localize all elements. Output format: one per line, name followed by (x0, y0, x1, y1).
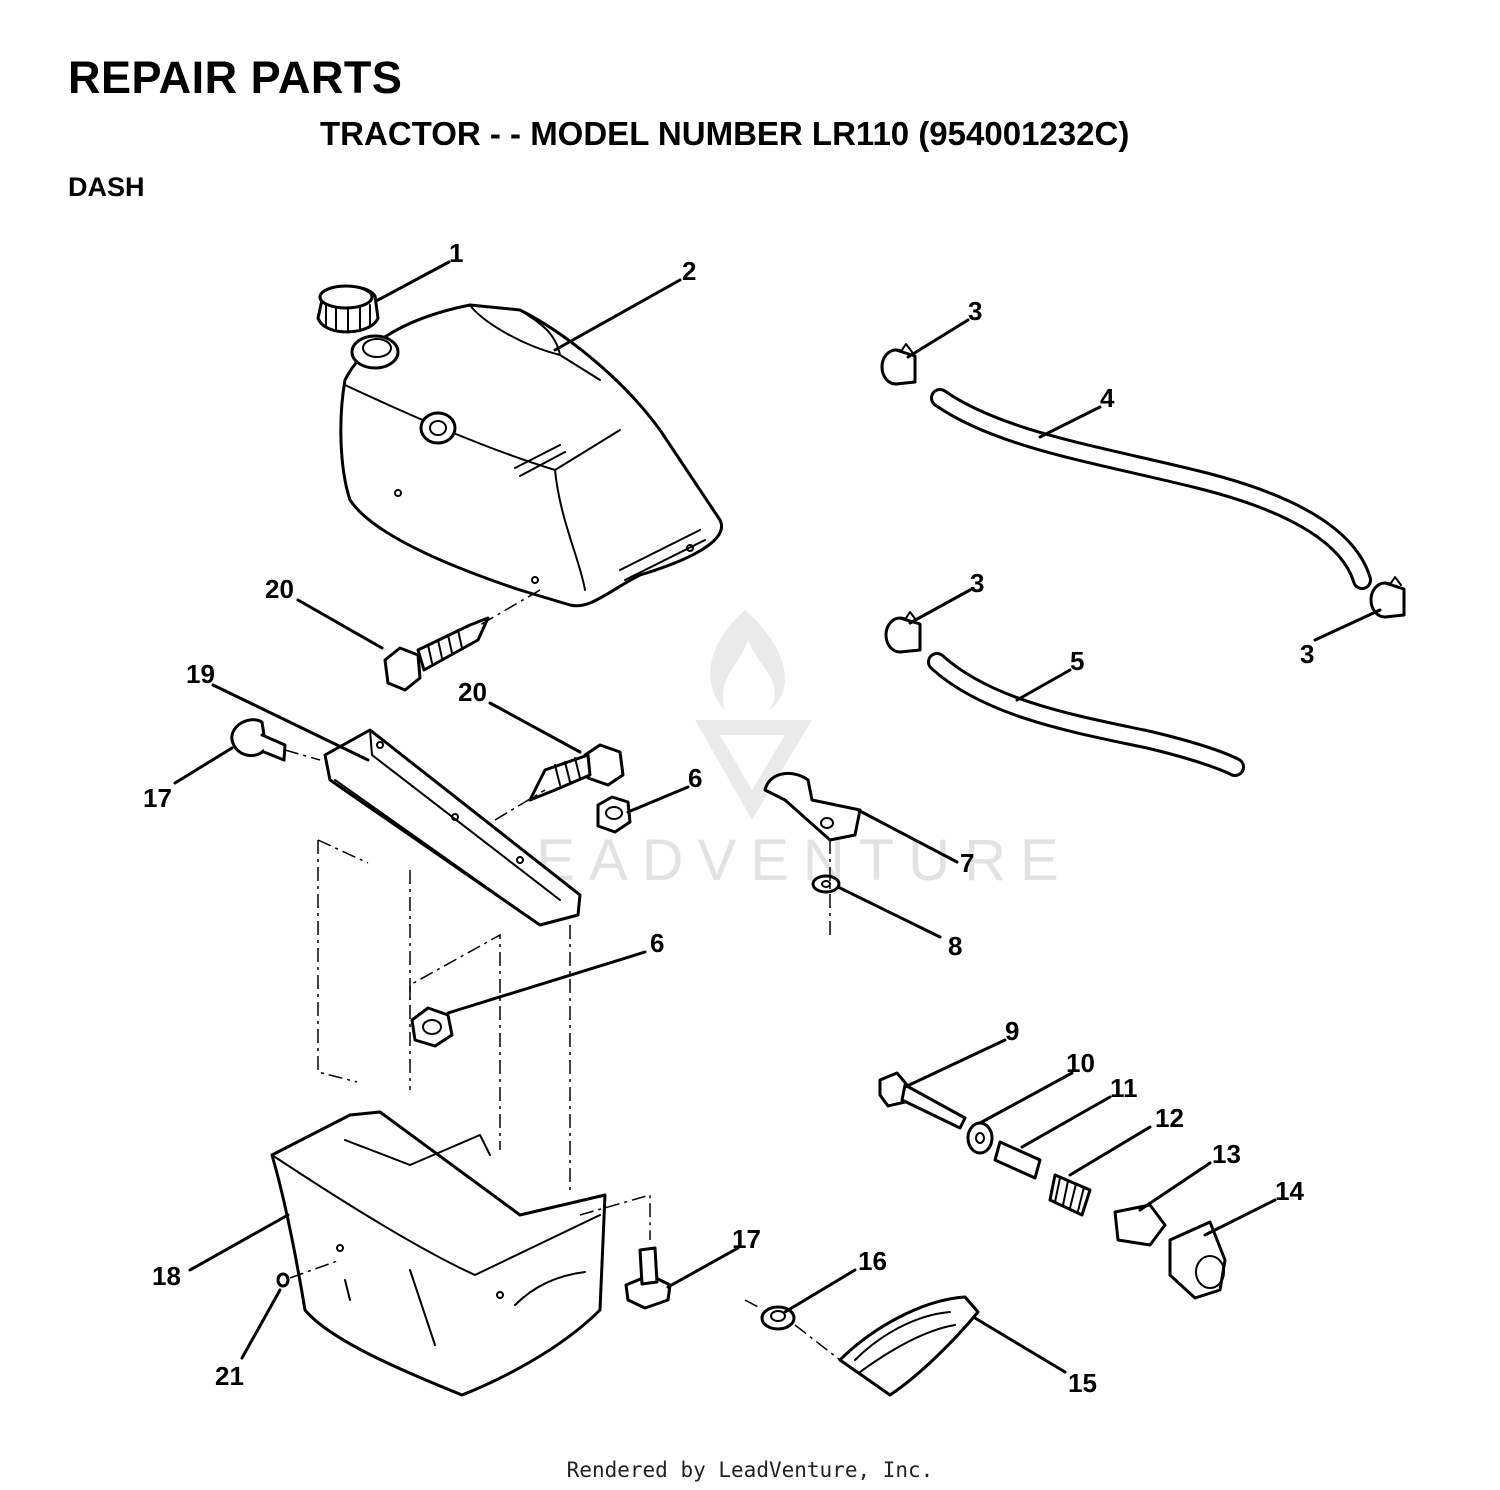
fuel-cap-part[interactable] (316, 284, 380, 334)
callout-6: 6 (688, 763, 702, 793)
callout-3: 3 (1300, 639, 1314, 669)
callout-4: 4 (1100, 383, 1115, 413)
hex-nut-part[interactable] (596, 795, 632, 834)
line-clip-part[interactable] (763, 771, 862, 842)
model-subtitle: TRACTOR - - MODEL NUMBER LR110 (95400123… (320, 115, 1130, 152)
callout-8: 8 (948, 931, 962, 961)
callout-labels: 1 2 3 4 3 3 5 20 19 20 17 6 7 8 6 9 10 1… (143, 238, 1314, 1398)
callout-10: 10 (1066, 1048, 1095, 1078)
screw-part[interactable] (528, 743, 625, 802)
callout-6: 6 (650, 928, 664, 958)
callout-12: 12 (1155, 1103, 1184, 1133)
callout-20: 20 (265, 574, 294, 604)
lever-guide-part[interactable] (1168, 1220, 1227, 1300)
callout-5: 5 (1070, 646, 1084, 676)
callout-9: 9 (1005, 1016, 1019, 1046)
washer-part[interactable] (811, 874, 841, 894)
screw-part[interactable] (383, 616, 490, 692)
callout-17: 17 (732, 1224, 761, 1254)
flange-bolt-part[interactable] (624, 1246, 672, 1310)
flame-logo-icon (695, 610, 812, 820)
shoulder-bolt-part[interactable] (230, 718, 287, 762)
plug-part[interactable] (276, 1272, 290, 1288)
callout-2: 2 (682, 256, 696, 286)
throttle-plate-part[interactable] (838, 1295, 980, 1397)
callout-1: 1 (449, 238, 463, 268)
fuel-tank-part[interactable] (339, 303, 724, 608)
dash-bracket-part[interactable] (323, 728, 582, 927)
hose-clamp-part[interactable] (1369, 576, 1406, 619)
dash-panel-part[interactable] (270, 1110, 607, 1397)
flat-washer-part[interactable] (966, 1121, 994, 1155)
callout-21: 21 (215, 1361, 244, 1391)
callout-19: 19 (186, 659, 215, 689)
assembly-guide-lines (284, 589, 841, 1361)
callout-3: 3 (968, 296, 982, 326)
spacer-part[interactable] (993, 1140, 1042, 1180)
callout-7: 7 (960, 848, 974, 878)
callout-18: 18 (152, 1261, 181, 1291)
render-credit: Rendered by LeadVenture, Inc. (566, 1458, 934, 1482)
callout-leaders (173, 260, 1382, 1374)
callout-17: 17 (143, 783, 172, 813)
callout-11: 11 (1110, 1073, 1138, 1103)
callout-20: 20 (458, 677, 487, 707)
fuel-line-short-part[interactable] (927, 652, 1245, 777)
callout-16: 16 (858, 1246, 887, 1276)
fuel-line-part[interactable] (930, 388, 1372, 590)
callout-3: 3 (970, 568, 984, 598)
hex-bolt-part[interactable] (878, 1071, 967, 1130)
callout-13: 13 (1212, 1139, 1241, 1169)
section-heading: DASH (68, 172, 145, 202)
page-title: REPAIR PARTS (68, 52, 403, 103)
callout-14: 14 (1275, 1176, 1304, 1206)
callout-15: 15 (1068, 1368, 1097, 1398)
spring-part[interactable] (1048, 1173, 1092, 1217)
hex-nut-part[interactable] (410, 1006, 454, 1048)
hose-clamp-part[interactable] (880, 343, 917, 386)
hose-clamp-part[interactable] (884, 611, 922, 654)
watermark-text: LEADVENTURE (490, 828, 1073, 893)
